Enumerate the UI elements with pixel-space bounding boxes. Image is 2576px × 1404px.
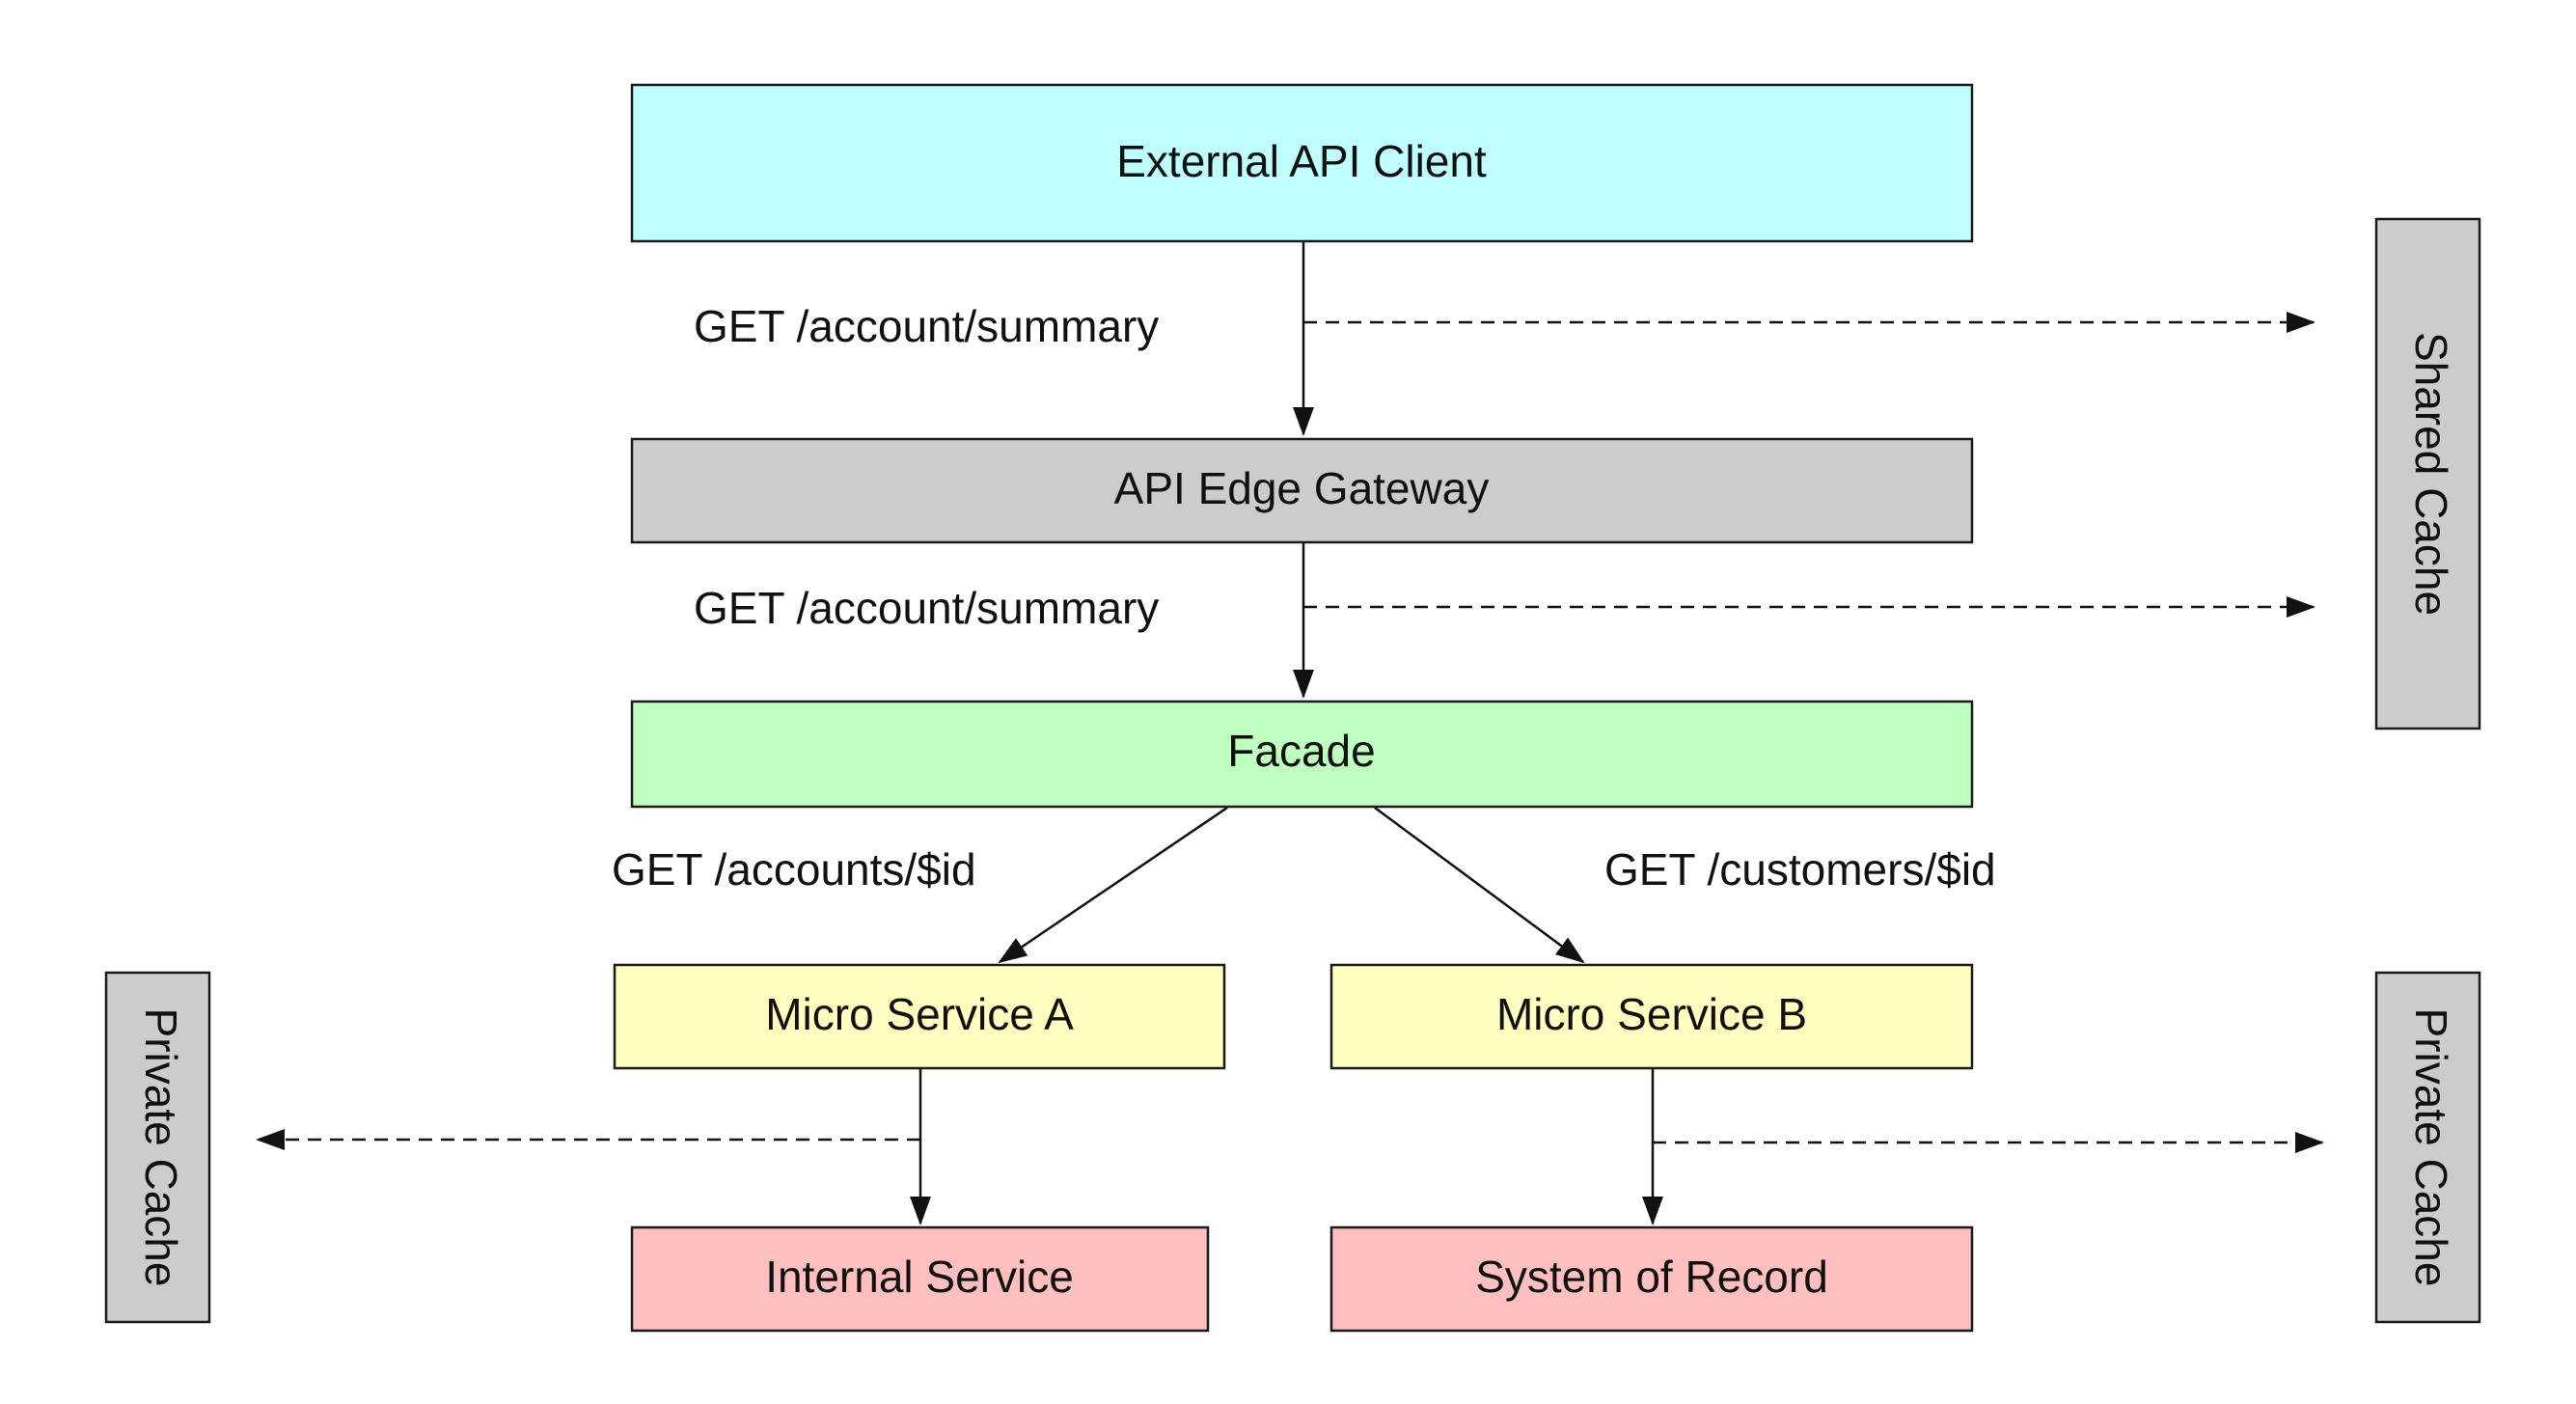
shared-cache-node: Shared Cache: [2374, 217, 2481, 730]
system-of-record-box: [1329, 1225, 1974, 1333]
external-client-box: [630, 83, 1974, 243]
arrow-facade-to-service-a: [998, 806, 1228, 964]
api-gateway-node: API Edge Gateway: [630, 437, 1974, 544]
external-client-label: External API Client: [1116, 136, 1487, 186]
private-cache-left-box: [104, 971, 211, 1324]
private-cache-right-label: Private Cache: [2406, 1008, 2456, 1287]
private-cache-right-node: Private Cache: [2374, 971, 2481, 1324]
internal-service-box: [630, 1225, 1210, 1333]
shared-cache-box: [2374, 217, 2481, 730]
shared-cache-label: Shared Cache: [2406, 332, 2456, 616]
external-client-node: External API Client: [630, 83, 1974, 243]
edge-label-facade-to-service-a: GET /accounts/$id: [612, 844, 976, 895]
facade-box: [630, 700, 1974, 809]
private-cache-left-node: Private Cache: [104, 971, 211, 1324]
private-cache-right-box: [2374, 971, 2481, 1324]
micro-service-a-box: [613, 963, 1226, 1070]
micro-service-a-node: Micro Service A: [613, 963, 1226, 1070]
facade-node: Facade: [630, 700, 1974, 809]
edge-label-facade-to-service-b: GET /customers/$id: [1604, 844, 1996, 895]
internal-service-label: Internal Service: [765, 1252, 1074, 1302]
api-gateway-box: [630, 437, 1974, 544]
system-of-record-node: System of Record: [1329, 1225, 1974, 1333]
cache-arrows: [256, 312, 2324, 1153]
micro-service-b-label: Micro Service B: [1496, 989, 1807, 1039]
arrow-facade-to-service-b: [1374, 806, 1585, 964]
private-cache-left-label: Private Cache: [136, 1008, 186, 1287]
system-of-record-label: System of Record: [1475, 1252, 1828, 1302]
edge-labels: GET /account/summary GET /account/summar…: [612, 301, 1996, 895]
request-arrows: [910, 241, 1663, 1225]
api-gateway-label: API Edge Gateway: [1114, 463, 1490, 513]
edge-label-client-to-gateway: GET /account/summary: [694, 301, 1159, 351]
micro-service-a-label: Micro Service A: [765, 989, 1074, 1039]
facade-label: Facade: [1227, 726, 1375, 776]
micro-service-b-node: Micro Service B: [1329, 963, 1974, 1070]
edge-label-gateway-to-facade: GET /account/summary: [694, 583, 1159, 633]
micro-service-b-box: [1329, 963, 1974, 1070]
internal-service-node: Internal Service: [630, 1225, 1210, 1333]
